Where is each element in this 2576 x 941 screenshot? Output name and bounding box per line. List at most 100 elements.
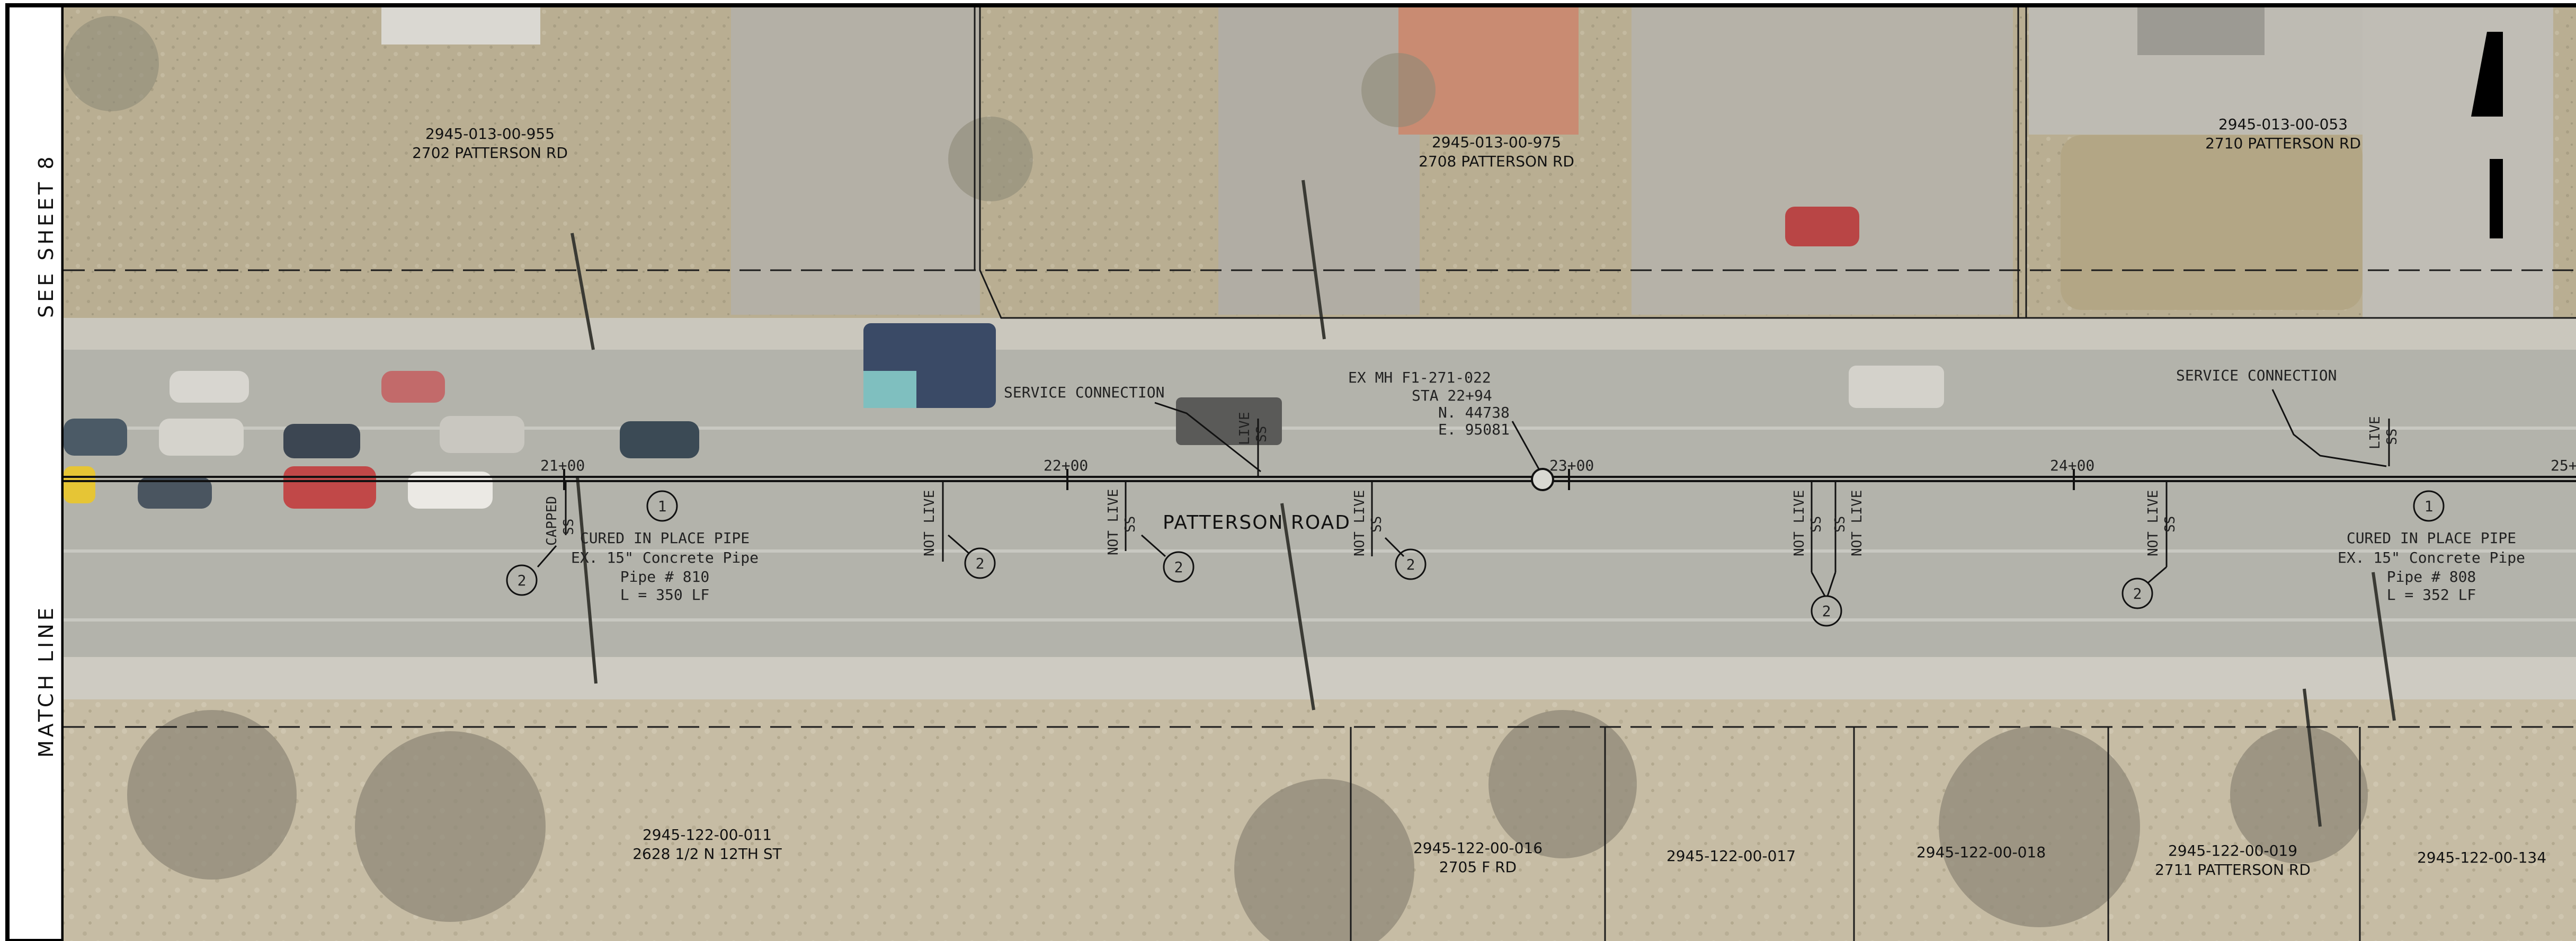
aerial-photo	[64, 7, 2576, 941]
station-label: 25+	[2551, 457, 2576, 474]
pipe-note: CURED IN PLACE PIPE EX. 15" Concrete Pip…	[2338, 529, 2525, 603]
stationing: 21+00 22+00 23+00 24+00 25+	[540, 457, 2576, 490]
callout-2-icon	[2122, 578, 2153, 609]
lateral-label-ss: SS	[561, 519, 577, 535]
callout-2-icon	[1395, 548, 1427, 580]
sewer-line	[64, 476, 2576, 482]
pipe-note-line: Pipe # 810	[620, 568, 710, 585]
parking-lot	[1632, 7, 2013, 315]
parcel-id: 2945-122-00-134	[2417, 849, 2546, 866]
callouts: 1 1 2 2 2 2 2 2	[506, 490, 2445, 627]
callout-number: 2	[518, 572, 527, 589]
parking-lot	[1218, 7, 1420, 315]
north-arrow-icon	[2471, 32, 2503, 238]
manhole-label: EX MH F1-271-022	[1348, 369, 1491, 386]
sidewalk-north	[64, 318, 2576, 350]
lateral-label-not-live: NOT LIVE	[1352, 490, 1368, 556]
station-label: 21+00	[540, 457, 585, 474]
parcel-id: 2945-122-00-017	[1666, 847, 1796, 865]
lateral-label-live: LIVE	[1237, 412, 1253, 445]
manhole-label: STA 22+94	[1412, 387, 1492, 404]
callout-number: 2	[1406, 556, 1415, 573]
pipe-note-line: EX. 15" Concrete Pipe	[571, 549, 759, 566]
road-name: PATTERSON ROAD	[1163, 512, 1351, 534]
power-poles	[571, 180, 2396, 827]
lateral-label-not-live: NOT LIVE	[1106, 489, 1121, 555]
callout-number: 1	[2425, 498, 2434, 515]
lateral-label-ss: SS	[2162, 516, 2178, 532]
parking-lot	[2363, 7, 2553, 325]
sidewalk-south	[64, 657, 2576, 699]
lateral-label-live: LIVE	[2367, 416, 2383, 449]
parcel-address: 2702 PATTERSON RD	[412, 144, 568, 162]
pipe-note-line: CURED IN PLACE PIPE	[2347, 529, 2516, 547]
parcel-labels-north: 2945-013-00-955 2702 PATTERSON RD 2945-0…	[412, 116, 2361, 170]
sheet-border	[5, 3, 2576, 941]
callout-1-icon	[646, 490, 678, 522]
pipe-note-line: Pipe # 808	[2387, 568, 2476, 585]
parcel-address: 2705 F RD	[1439, 858, 1517, 876]
station-label: 22+00	[1044, 457, 1088, 474]
pipe-note-line: CURED IN PLACE PIPE	[580, 529, 750, 547]
station-label: 23+00	[1549, 457, 1594, 474]
trees	[127, 710, 2368, 941]
manhole-icon	[1531, 468, 1554, 491]
callout-number: 2	[1174, 558, 1183, 576]
building-roof	[2137, 7, 2265, 55]
parcel-address: 2708 PATTERSON RD	[1419, 153, 1574, 170]
parcel-id: 2945-122-00-019	[2168, 842, 2297, 859]
lateral-label-not-live: NOT LIVE	[1791, 490, 1807, 556]
laterals: CAPPED SS NOT LIVE LIVE SS NOT LIVE SS N…	[544, 412, 2400, 572]
service-connections: SERVICE CONNECTION SERVICE CONNECTION	[1004, 367, 2387, 473]
callout-number: 2	[976, 555, 985, 572]
vehicles	[64, 207, 1944, 509]
callout-2-icon	[1163, 551, 1195, 583]
manhole-label: E. 95081	[1438, 421, 1510, 438]
parcel-address: 2710 PATTERSON RD	[2205, 135, 2361, 152]
pipe-note: CURED IN PLACE PIPE EX. 15" Concrete Pip…	[571, 529, 759, 603]
callout-number: 2	[2133, 585, 2142, 602]
callout-2-icon	[1811, 595, 1842, 627]
parcel-labels-south: 2945-122-00-011 2628 1/2 N 12TH ST 2945-…	[632, 826, 2546, 878]
pipe-note-line: L = 350 LF	[620, 586, 710, 603]
building-roof	[381, 7, 540, 45]
margin-labels: MATCH LINE SEE SHEET 8	[34, 5, 64, 941]
callout-2-icon	[964, 547, 996, 579]
parcel-id: 2945-122-00-016	[1413, 839, 1543, 857]
lateral-label-ss: SS	[1254, 426, 1270, 442]
lateral-label-not-live: NOT LIVE	[922, 490, 938, 556]
callout-number: 1	[658, 498, 667, 515]
pipe-note-line: L = 352 LF	[2387, 586, 2476, 603]
parcel-address: 2711 PATTERSON RD	[2155, 861, 2311, 878]
parcel-id: 2945-013-00-053	[2218, 116, 2348, 133]
match-line-label: MATCH LINE	[34, 605, 58, 758]
lateral-label-ss: SS	[2384, 429, 2400, 445]
manhole: EX MH F1-271-022 STA 22+94 N. 44738 E. 9…	[1348, 369, 1554, 491]
parcel-id: 2945-122-00-018	[1917, 844, 2046, 861]
lateral-label-capped: CAPPED	[544, 496, 560, 546]
callout-2-icon	[506, 564, 538, 596]
lateral-label-not-live: NOT LIVE	[2145, 490, 2161, 556]
service-connection-label: SERVICE CONNECTION	[1004, 384, 1164, 401]
lateral-label-not-live: NOT LIVE	[1849, 490, 1865, 556]
lateral-label-ss: SS	[1808, 516, 1824, 532]
parking-lot	[731, 7, 980, 315]
callout-1-icon	[2413, 490, 2445, 522]
pipe-note-line: EX. 15" Concrete Pipe	[2338, 549, 2525, 566]
property-lines	[64, 7, 2576, 941]
parcel-id: 2945-013-00-975	[1432, 134, 1561, 151]
lawn	[2061, 135, 2363, 310]
parcel-id: 2945-013-00-955	[425, 125, 555, 143]
parcel-id: 2945-122-00-011	[643, 826, 772, 844]
callout-number: 2	[1822, 602, 1831, 620]
see-sheet-label: SEE SHEET 8	[34, 154, 58, 318]
lateral-label-ss: SS	[1832, 516, 1848, 532]
manhole-label: N. 44738	[1438, 404, 1510, 421]
trees	[64, 16, 1436, 201]
lateral-label-ss: SS	[1369, 516, 1385, 532]
service-connection-label: SERVICE CONNECTION	[2176, 367, 2337, 384]
lateral-label-ss: SS	[1122, 516, 1138, 532]
parcel-address: 2628 1/2 N 12TH ST	[632, 845, 782, 863]
station-label: 24+00	[2050, 457, 2094, 474]
